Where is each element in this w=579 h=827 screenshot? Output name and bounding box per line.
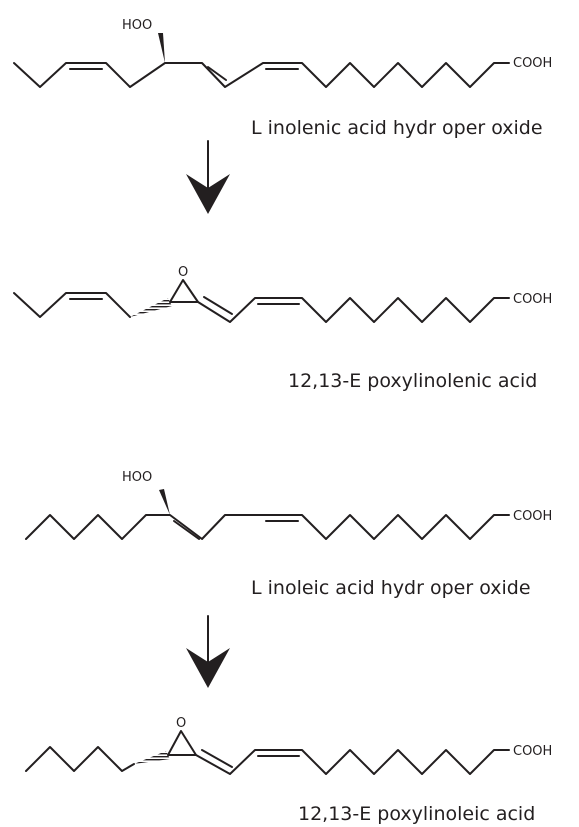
carboxyl-label: COOH xyxy=(513,292,552,307)
trans-double-bond-c11 xyxy=(207,66,227,81)
hashed-wedge-bond xyxy=(130,298,172,317)
hydroperoxide-label: HOO xyxy=(122,470,152,485)
carbon-chain xyxy=(197,297,510,323)
wedge-bond xyxy=(159,489,170,515)
epoxide-oxygen-label: O xyxy=(178,265,188,280)
reaction-arrow-1 xyxy=(186,140,230,214)
carbon-chain xyxy=(25,514,510,540)
linoleic-acid-hydroperoxide-name: L inoleic acid hydr oper oxide xyxy=(251,577,531,599)
epoxide-ring xyxy=(169,279,199,303)
tail-chain xyxy=(13,292,131,318)
epoxylinoleic-acid-name: 12,13-E poxylinoleic acid xyxy=(298,803,535,825)
trans-double-bond-c11 xyxy=(173,520,200,540)
hydroperoxide-label: HOO xyxy=(122,18,152,33)
double-bond-c11 xyxy=(201,749,233,768)
linolenic-acid-hydroperoxide-name: L inolenic acid hydr oper oxide xyxy=(251,117,543,139)
epoxylinolenic-acid-name: 12,13-E poxylinolenic acid xyxy=(288,370,537,392)
linoleic-acid-hydroperoxide-structure: HOO COOH xyxy=(25,470,552,540)
tail-chain xyxy=(25,746,135,772)
carboxyl-label: COOH xyxy=(513,56,552,71)
carboxyl-label: COOH xyxy=(513,509,552,524)
epoxylinoleic-acid-structure: O COOH xyxy=(25,716,552,775)
reaction-arrow-2 xyxy=(186,615,230,688)
epoxylinolenic-acid-structure: O COOH xyxy=(13,265,552,323)
hashed-wedge-bond xyxy=(134,751,170,764)
carbon-chain xyxy=(195,749,510,775)
carboxyl-label: COOH xyxy=(513,744,552,759)
linolenic-acid-hydroperoxide-structure: HOO COOH xyxy=(13,18,552,88)
wedge-bond xyxy=(158,33,165,63)
epoxide-oxygen-label: O xyxy=(176,716,186,731)
carbon-chain xyxy=(13,62,510,88)
double-bond-c11 xyxy=(203,296,233,315)
epoxide-ring xyxy=(167,730,197,756)
